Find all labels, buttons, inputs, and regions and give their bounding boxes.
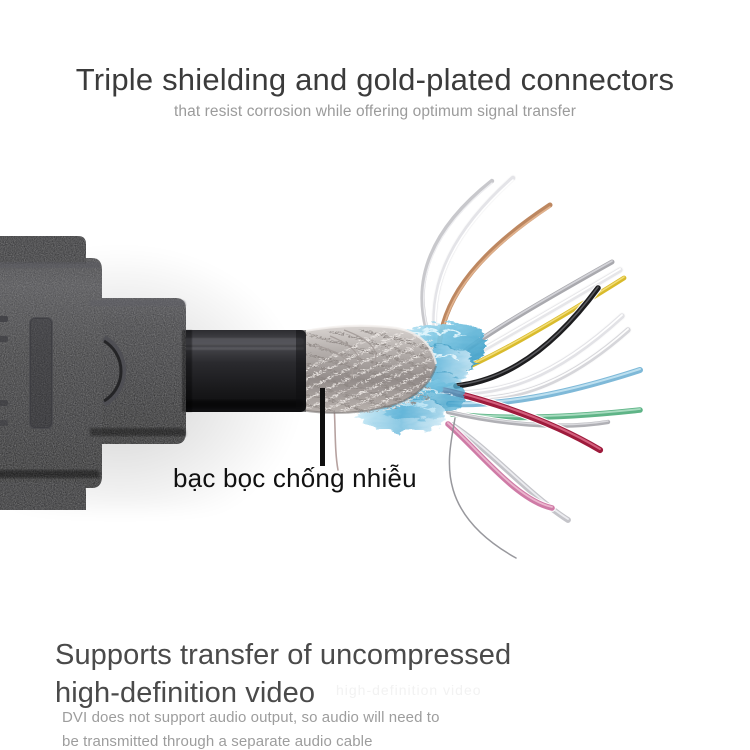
bottom-subheading: DVI does not support audio output, so au…	[62, 706, 702, 750]
wire-white-mid-1	[456, 312, 626, 397]
wire-white-upper-2	[448, 266, 624, 372]
wire-pink-magenta	[444, 420, 556, 512]
bottom-subheading-line-1: DVI does not support audio output, so au…	[62, 709, 440, 726]
bottom-heading-line-1: Supports transfer of uncompressed	[55, 639, 512, 671]
wire-gray-lower	[444, 408, 612, 429]
bottom-heading: Supports transfer of uncompressed high-d…	[55, 636, 675, 712]
wire-white-mid-2	[458, 326, 632, 403]
bottom-heading-line-2: high-definition video	[55, 677, 316, 709]
callout-pointer-line	[320, 388, 325, 466]
wire-bundle	[332, 174, 644, 559]
wire-gray-upper-1	[419, 178, 495, 348]
wire-yellow	[446, 274, 628, 379]
wire-white-upper-1	[431, 174, 517, 350]
braided-silver-shield	[299, 324, 438, 414]
callout-label-shielding: bạc bọc chống nhiễu	[173, 463, 417, 493]
ghost-text-artifact: high-definition video	[336, 682, 482, 698]
wire-drain-wire-callout	[332, 389, 339, 471]
wire-black	[452, 284, 602, 390]
top-subheading: that resist corrosion while offering opt…	[174, 103, 576, 120]
wire-gray-upper-2	[448, 258, 616, 366]
bottom-subheading-line-2: be transmitted through a separate audio …	[62, 733, 373, 750]
wire-light-blue	[445, 366, 644, 409]
foil-shield-wrap	[354, 320, 483, 431]
wire-dark-red	[403, 379, 605, 455]
wire-green	[448, 406, 644, 422]
wire-drain-wire-thin	[448, 417, 517, 559]
top-heading: Triple shielding and gold-plated connect…	[75, 62, 675, 97]
wire-brown-copper	[434, 201, 554, 356]
wire-light-gray-lower	[448, 421, 572, 524]
